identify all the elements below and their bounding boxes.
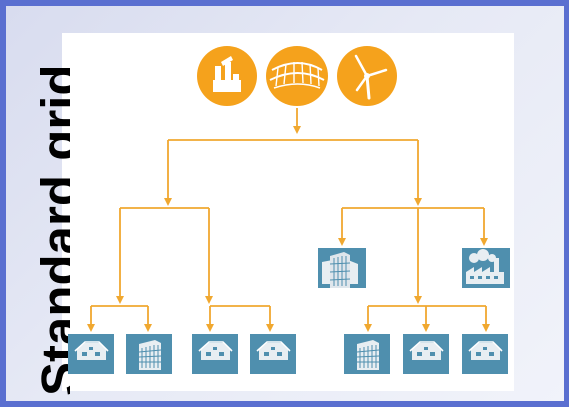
office-building-icon (344, 334, 390, 374)
house-icon (250, 334, 296, 374)
wind-turbine-icon (337, 46, 397, 106)
factory-icon (462, 248, 510, 288)
house-icon (462, 334, 508, 374)
house-icon (192, 334, 238, 374)
house-icon (403, 334, 449, 374)
apartment-icon (318, 248, 366, 288)
solar-panel-icon (266, 46, 328, 106)
house-icon (68, 334, 114, 374)
office-building-icon (126, 334, 172, 374)
grid-connections (87, 108, 490, 332)
power-plant-icon (197, 46, 257, 106)
